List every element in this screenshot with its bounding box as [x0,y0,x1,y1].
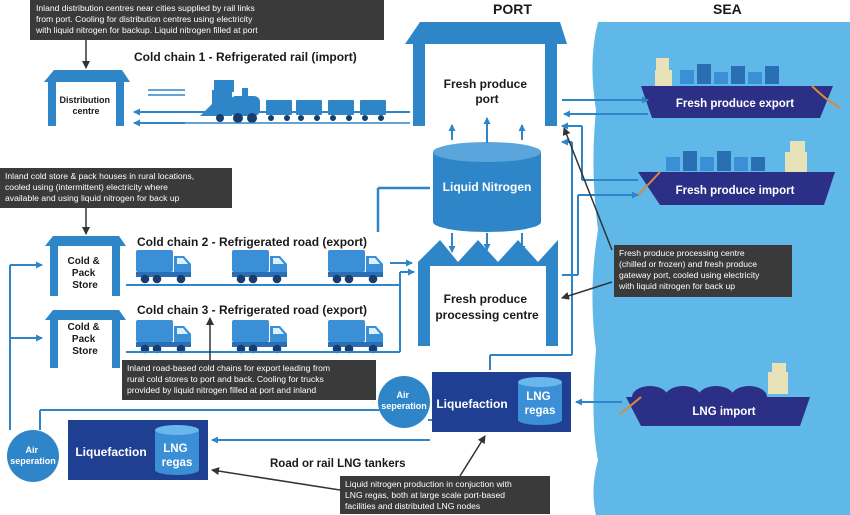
ship-icon [638,172,835,205]
ship-icon [626,397,810,426]
sea-header: SEA [713,1,742,17]
truck-icon [136,320,191,354]
cold-pack-store-2-label: Cold & Pack Store [68,256,103,291]
liquid-nitrogen-tank [433,142,541,232]
tank-icon [155,430,199,475]
svg-text:Fresh produce processing centr: Fresh produce processing centre (chilled… [618,248,762,291]
road-3-arrows [126,268,415,353]
roof-icon [44,70,130,82]
rail-arrows [133,89,410,127]
ship-icon [641,86,833,118]
distribution-centre-label: Distribution centre [59,95,112,116]
svg-text:Liquid nitrogen production in: Liquid nitrogen production in conjuction… [345,479,514,511]
svg-text:Inland road-based cold chains: Inland road-based cold chains for export… [127,363,332,395]
note-processing-pointer-port [562,127,613,251]
distribution-centre-building [44,70,130,126]
truck-icon [328,250,383,284]
train-icon [200,80,386,123]
truck-icon [232,250,287,284]
cold-chain-2-title: Cold chain 2 - Refrigerated road (export… [137,235,367,249]
lng-tanker-arrows [211,419,432,444]
ship-import [637,141,835,205]
note-processing-pointer-centre [561,281,613,300]
ship-lng-label: LNG import [692,406,755,418]
note-lng: Liquid nitrogen production in conjuction… [340,476,550,514]
note-lng-pointer-inland [211,467,341,491]
roof-icon [45,310,126,320]
svg-text:Inland distribution centres ne: Inland distribution centres near cities … [35,3,258,35]
sea-port-arrows [489,96,649,406]
port-lng-regas-label: LNG regas [525,391,556,417]
svg-text:Inland cold store & pack house: Inland cold store & pack houses in rural… [5,171,197,203]
ship-export-label: Fresh produce export [676,98,794,110]
cold-chain-1-title: Cold chain 1 - Refrigerated rail (import… [134,50,357,64]
tank-icon [433,152,541,232]
inland-air-separation-label: Air seperation [10,445,56,466]
port-air-separation-label: Air seperation [381,390,427,411]
port-header: PORT [493,1,532,17]
ship-import-label: Fresh produce import [676,185,795,197]
port-lng-tank [518,377,562,425]
inland-liquefaction-label: Liquefaction [75,445,146,459]
note-cold-store: Inland cold store & pack houses in rural… [0,168,232,208]
truck-icon [232,320,287,354]
port-air-separation [378,376,430,428]
lng-tankers-label: Road or rail LNG tankers [270,458,405,470]
note-lng-pointer-port [459,435,486,477]
inland-lng-tank [155,425,199,475]
cold-pack-store-3-label: Cold & Pack Store [68,322,103,357]
truck-icon [328,320,383,354]
processing-centre-label: Fresh produce processing centre [435,292,539,322]
inland-air-separation [7,430,59,482]
port-flow-arrows [376,117,526,253]
fresh-produce-port-building [405,22,567,126]
note-road: Inland road-based cold chains for export… [122,360,376,400]
liquid-nitrogen-label: Liquid Nitrogen [443,180,532,194]
cold-pack-store-2 [45,236,126,296]
ship-lng [619,363,810,426]
inland-lng-regas-label: LNG regas [162,443,193,469]
road-2-arrows [126,259,413,286]
nitrogen-supply-line [9,261,380,430]
cold-pack-store-3 [45,310,126,368]
fresh-produce-port-label: Fresh produce port [444,77,531,106]
roof-icon [45,236,126,246]
tank-icon [518,382,562,425]
note-processing: Fresh produce processing centre (chilled… [614,245,792,297]
port-liquefaction-label: Liquefaction [436,397,507,411]
note-distribution: Inland distribution centres near cities … [30,0,384,40]
ship-export [641,58,841,118]
roof-icon [405,22,567,44]
truck-icon [136,250,191,284]
cold-chain-3-title: Cold chain 3 - Refrigerated road (export… [137,303,367,317]
